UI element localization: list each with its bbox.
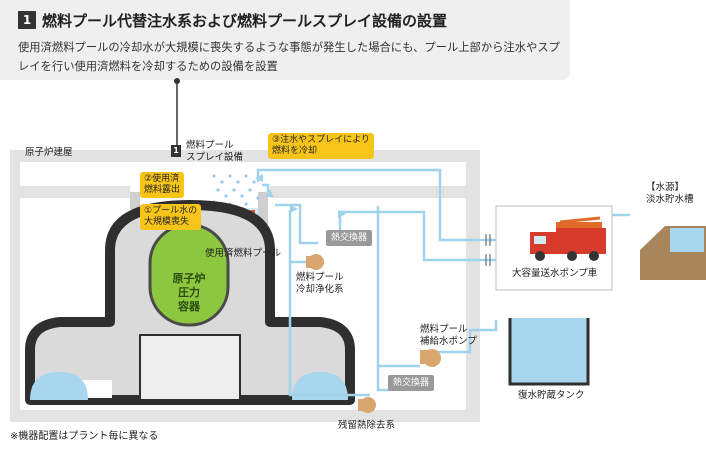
spray-droplets	[212, 174, 260, 206]
spray-equipment-label: 燃料プール スプレイ設備	[186, 140, 244, 163]
reactor-building-label: 原子炉建屋	[25, 147, 73, 158]
spent-fuel-pool-label: 使用済燃料プール	[205, 248, 282, 259]
pump-truck-icon	[530, 216, 606, 261]
rhr-pump	[358, 397, 376, 413]
header-number: 1	[18, 11, 36, 29]
heat-exchanger-2: 熱交換器	[388, 375, 434, 391]
condensate-storage-tank	[508, 318, 590, 386]
reactor-building	[10, 150, 480, 422]
callout-fuel-exposure: ②使用済 燃料露出	[140, 172, 185, 198]
pump-truck-label: 大容量送水ポンプ車	[512, 268, 598, 279]
header-leader-dot	[174, 78, 180, 84]
header-title: 燃料プール代替注水系および燃料プールスプレイ設備の設置	[42, 12, 448, 30]
rpv-label: 原子炉 圧力 容器	[172, 272, 206, 313]
spray-badge: 1	[171, 145, 181, 157]
storage-tank-label: 復水貯蔵タンク	[518, 390, 585, 401]
pool-cleanup-pump	[306, 254, 324, 270]
heat-exchanger-1: 熱交換器	[326, 230, 372, 246]
makeup-pump	[420, 349, 441, 367]
reactor-containment	[25, 200, 355, 405]
freshwater-reservoir	[640, 226, 706, 280]
header-panel: 1 燃料プール代替注水系および燃料プールスプレイ設備の設置 使用済燃料プールの冷…	[0, 0, 570, 80]
header-description: 使用済燃料プールの冷却水が大規模に喪失するような事態が発生した場合にも、プール上…	[18, 41, 560, 73]
water-pipes	[256, 168, 630, 397]
pool-cleanup-label: 燃料プール 冷却浄化系	[296, 272, 344, 295]
pipe-breaks	[485, 234, 491, 266]
callout-spray-cooling: ③注水やスプレイにより 燃料を冷却	[268, 133, 374, 159]
footnote: ※機器配置はプラント毎に異なる	[10, 431, 159, 442]
water-source-label: 【水源】 淡水貯水槽	[646, 182, 694, 205]
makeup-pump-label: 燃料プール 補給水ポンプ	[420, 324, 477, 347]
rhr-label: 残留熱除去系	[338, 420, 396, 431]
callout-pool-water-loss: ①プール水の 大規模喪失	[140, 204, 202, 230]
